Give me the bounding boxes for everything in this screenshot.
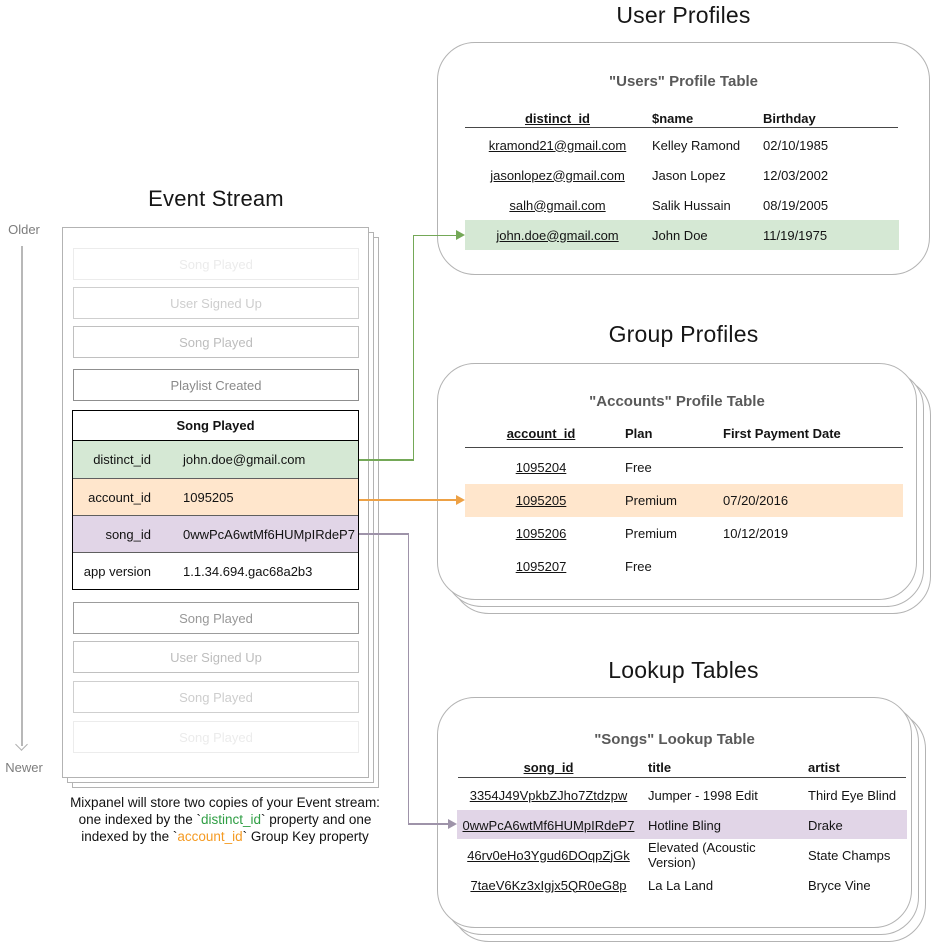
orange-arrowhead-icon: [456, 494, 465, 505]
table-row-highlighted: john.doe@gmail.com John Doe 11/19/1975: [496, 227, 828, 243]
account-id-code: account_id: [177, 829, 243, 844]
table-row: kramond21@gmail.com Kelley Ramond 02/10/…: [488, 137, 829, 153]
table-row: jasonlopez@gmail.com Jason Lopez 12/03/2…: [490, 167, 829, 183]
column-header-distinct-id: distinct_id: [524, 110, 590, 126]
event-row: Song Played: [73, 326, 359, 358]
purple-connector-vertical: [407, 533, 409, 824]
column-header-plan: Plan: [625, 425, 653, 441]
table-row: salh@gmail.com Salik Hussain 08/19/2005: [509, 197, 829, 213]
note-line-1: Mixpanel will store two copies of your E…: [70, 795, 380, 810]
older-label: Older: [8, 222, 40, 237]
timeline-line: [21, 246, 23, 746]
event-stream-title: Event Stream: [148, 186, 284, 211]
event-row: Playlist Created: [73, 369, 359, 401]
users-highlighted-row-band: [465, 220, 899, 250]
event-row: Song Played: [73, 602, 359, 634]
songs-table-header: song_id title artist: [457, 757, 907, 777]
table-row: 1095204 Free: [515, 460, 652, 475]
column-header-song-id: song_id: [523, 759, 574, 775]
songs-highlighted-row-band: [457, 810, 907, 839]
green-connector-vertical: [412, 235, 414, 460]
user-profiles-title: User Profiles: [616, 2, 751, 28]
distinct-id-code: distinct_id: [200, 812, 262, 827]
users-table-header: distinct_id $name Birthday: [465, 103, 899, 133]
event-property-app-version: app version 1.1.34.694.gac68a2b3: [73, 552, 358, 589]
event-row: Song Played: [73, 248, 359, 280]
property-value: 0wwPcA6wtMf6HUMpIRdeP7: [183, 526, 355, 542]
table-row: 46rv0eHo3Ygud6DOqpZjGk Elevated (Acousti…: [467, 840, 891, 870]
note-line-2: one indexed by the `distinct_id` propert…: [78, 812, 372, 827]
songs-table-heading: "Songs" Lookup Table: [594, 731, 755, 748]
column-header-first-payment-date: First Payment Date: [723, 425, 841, 441]
property-value: john.doe@gmail.com: [183, 452, 306, 467]
users-table-rule: [465, 127, 898, 128]
table-row: 7taeV6Kz3xIgjx5QR0eG8p La La Land Bryce …: [470, 877, 871, 893]
accounts-table-rule: [465, 447, 903, 448]
group-profiles-title: Group Profiles: [608, 321, 759, 347]
table-row: 1095207 Free: [515, 559, 652, 574]
note-line-3: indexed by the `account_id` Group Key pr…: [81, 829, 369, 844]
property-value: 1.1.34.694.gac68a2b3: [183, 563, 313, 579]
accounts-table-heading: "Accounts" Profile Table: [589, 393, 765, 410]
column-header-name: $name: [652, 110, 694, 126]
event-row: User Signed Up: [73, 641, 359, 673]
event-row: User Signed Up: [73, 287, 359, 319]
green-connector-stub: [359, 459, 414, 461]
lookup-tables-title: Lookup Tables: [608, 657, 759, 683]
users-table-heading: "Users" Profile Table: [609, 73, 758, 90]
selected-event-card: Song Played distinct_id john.doe@gmail.c…: [72, 410, 359, 590]
column-header-artist: artist: [808, 759, 840, 775]
selected-event-title: Song Played: [73, 411, 358, 441]
songs-table-rule: [458, 777, 906, 778]
property-key: app version: [83, 563, 151, 579]
event-row: Song Played: [73, 681, 359, 713]
table-row: 1095206 Premium 10/12/2019: [515, 526, 789, 541]
table-row-highlighted: 1095205 Premium 07/20/2016: [515, 493, 789, 508]
property-key: distinct_id: [93, 452, 151, 467]
column-header-birthday: Birthday: [763, 110, 816, 126]
mixpanel-note: Mixpanel will store two copies of your E…: [15, 794, 435, 845]
column-header-title: title: [648, 759, 672, 775]
green-arrowhead-icon: [456, 230, 465, 240]
event-property-distinct-id: distinct_id john.doe@gmail.com: [73, 441, 358, 478]
table-row: 3354J49VpkbZJho7Ztdzpw Jumper - 1998 Edi…: [469, 787, 897, 803]
accounts-highlighted-row-band: [465, 484, 903, 517]
purple-connector-stub: [359, 533, 409, 535]
accounts-profile-card: [437, 363, 917, 600]
table-row-highlighted: 0wwPcA6wtMf6HUMpIRdeP7 Hotline Bling Dra…: [462, 817, 843, 833]
event-property-account-id: account_id 1095205: [73, 478, 358, 515]
property-key: song_id: [105, 526, 151, 542]
event-property-song-id: song_id 0wwPcA6wtMf6HUMpIRdeP7: [73, 515, 358, 552]
column-header-account-id: account_id: [506, 425, 576, 441]
timeline-arrow-down-icon: [15, 738, 28, 751]
accounts-table-header: account_id Plan First Payment Date: [465, 423, 903, 443]
green-connector-horizontal: [412, 234, 457, 236]
orange-connector-horizontal: [359, 499, 456, 501]
purple-connector-horizontal: [407, 823, 449, 825]
purple-arrowhead-icon: [448, 819, 457, 829]
event-row: Song Played: [73, 721, 359, 753]
newer-label: Newer: [5, 760, 43, 775]
property-value: 1095205: [183, 489, 234, 505]
property-key: account_id: [88, 489, 151, 505]
